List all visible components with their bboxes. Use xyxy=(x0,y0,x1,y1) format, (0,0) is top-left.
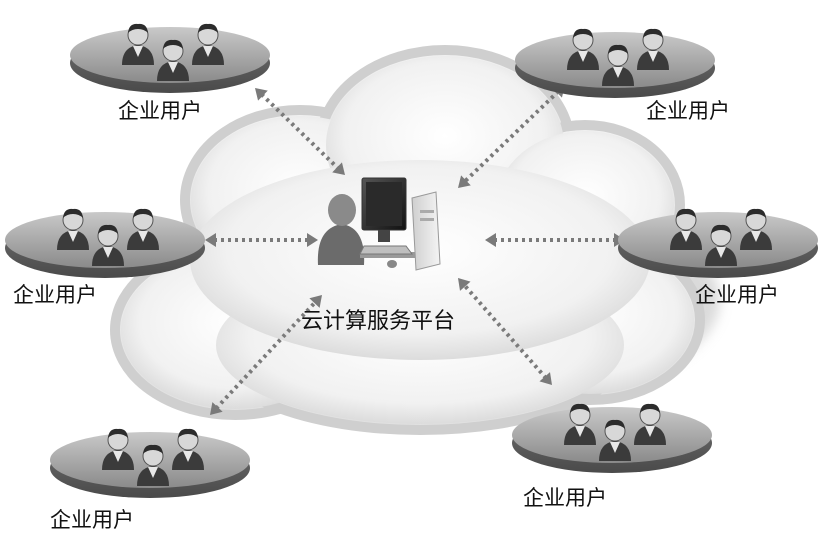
arrow-head xyxy=(458,278,471,291)
user-computer-icon xyxy=(317,177,441,271)
center-label: 云计算服务平台 xyxy=(301,309,455,334)
arrow-head xyxy=(210,402,223,415)
user-group-icon xyxy=(50,429,250,498)
arrow-head xyxy=(332,162,345,175)
arrow-head xyxy=(307,233,318,247)
group-label: 企业用户 xyxy=(695,283,779,307)
arrow-head xyxy=(205,233,216,247)
arrow-head xyxy=(539,372,552,385)
group-label: 企业用户 xyxy=(646,99,730,123)
group-mid-left: 企业用户 xyxy=(5,209,205,307)
group-mid-right: 企业用户 xyxy=(618,209,818,307)
group-label: 企业用户 xyxy=(523,486,607,510)
group-label: 企业用户 xyxy=(50,508,134,532)
arrow-head xyxy=(255,88,268,101)
user-group-icon xyxy=(70,24,270,93)
group-top-right: 企业用户 xyxy=(515,29,730,123)
group-top-left: 企业用户 xyxy=(70,24,270,123)
connection-arrow-top-right xyxy=(463,89,560,184)
group-label: 企业用户 xyxy=(13,283,97,307)
group-bottom-right: 企业用户 xyxy=(512,404,712,510)
group-label: 企业用户 xyxy=(118,99,202,123)
group-bottom-left: 企业用户 xyxy=(50,429,250,532)
user-group-icon xyxy=(5,209,205,278)
connection-arrow-bottom-left xyxy=(214,300,318,410)
user-group-icon xyxy=(515,29,715,98)
arrow-head xyxy=(485,233,496,247)
arrow-head xyxy=(309,295,322,308)
arrow-head xyxy=(458,175,471,188)
